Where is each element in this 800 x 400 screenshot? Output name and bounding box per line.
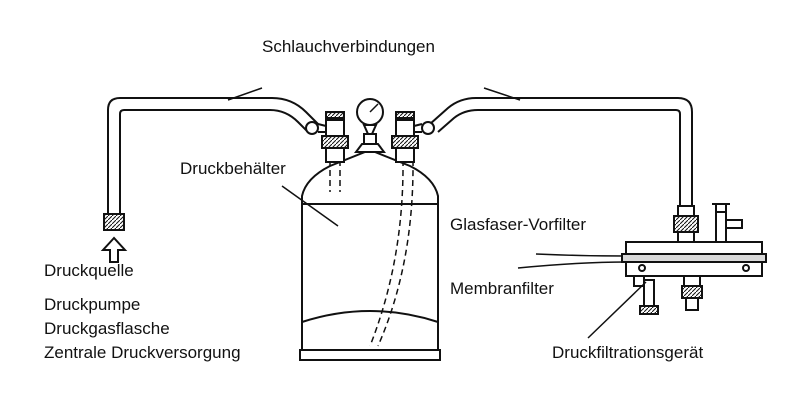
pressure-inlet-arrow: [100, 236, 128, 263]
label-source: Druckquelle: [44, 261, 134, 280]
label-membrane: Membranfilter: [450, 279, 554, 298]
label-filtration-device: Druckfiltrationsgerät: [552, 343, 704, 362]
label-prefilter: Glasfaser-Vorfilter: [450, 215, 587, 234]
vessel-leader: [281, 185, 339, 227]
label-pump: Druckpumpe: [44, 295, 141, 314]
filter-leaders: [517, 253, 627, 269]
left-hose: [107, 97, 319, 215]
hose-leader-left: [227, 87, 263, 101]
label-gas-cylinder: Druckgasflasche: [44, 319, 170, 338]
label-central-supply: Zentrale Druckversorgung: [44, 343, 241, 362]
label-vessel: Druckbehälter: [180, 159, 286, 178]
hose-end-fitting: [103, 213, 125, 231]
gauge-icon: [354, 98, 386, 153]
dip-tube: [369, 159, 414, 347]
right-hose: [429, 97, 693, 210]
label-hoses: Schlauchverbindungen: [262, 37, 435, 56]
outlet-valve: [391, 111, 435, 163]
pressure-filtration-device: [621, 203, 767, 315]
hose-leader-right: [483, 87, 521, 101]
pressure-vessel: [299, 148, 441, 361]
inlet-tube: [329, 160, 341, 192]
inlet-valve: [305, 111, 349, 163]
device-leader: [587, 281, 647, 339]
